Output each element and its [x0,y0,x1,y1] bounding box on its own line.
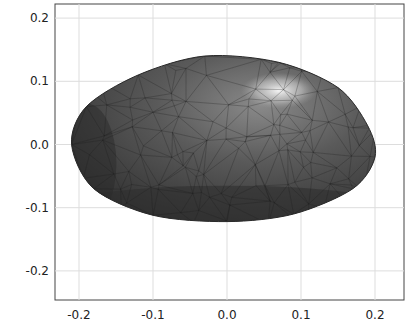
plot-frame [55,4,404,300]
y-tick-label: 0.1 [30,74,49,88]
x-tick-label: -0.2 [67,308,90,322]
grid-line [55,18,404,19]
grid-line [55,270,404,271]
asteroid-model [56,51,397,230]
x-tick-label: 0.2 [365,308,384,322]
y-tick-label: 0.0 [30,138,49,152]
x-tick-label: 0.0 [217,308,236,322]
y-tick-label: -0.1 [26,201,49,215]
y-tick-label: 0.2 [30,11,49,25]
x-tick-label: -0.1 [141,308,164,322]
y-tick-label: -0.2 [26,264,49,278]
x-tick-label: 0.1 [291,308,310,322]
